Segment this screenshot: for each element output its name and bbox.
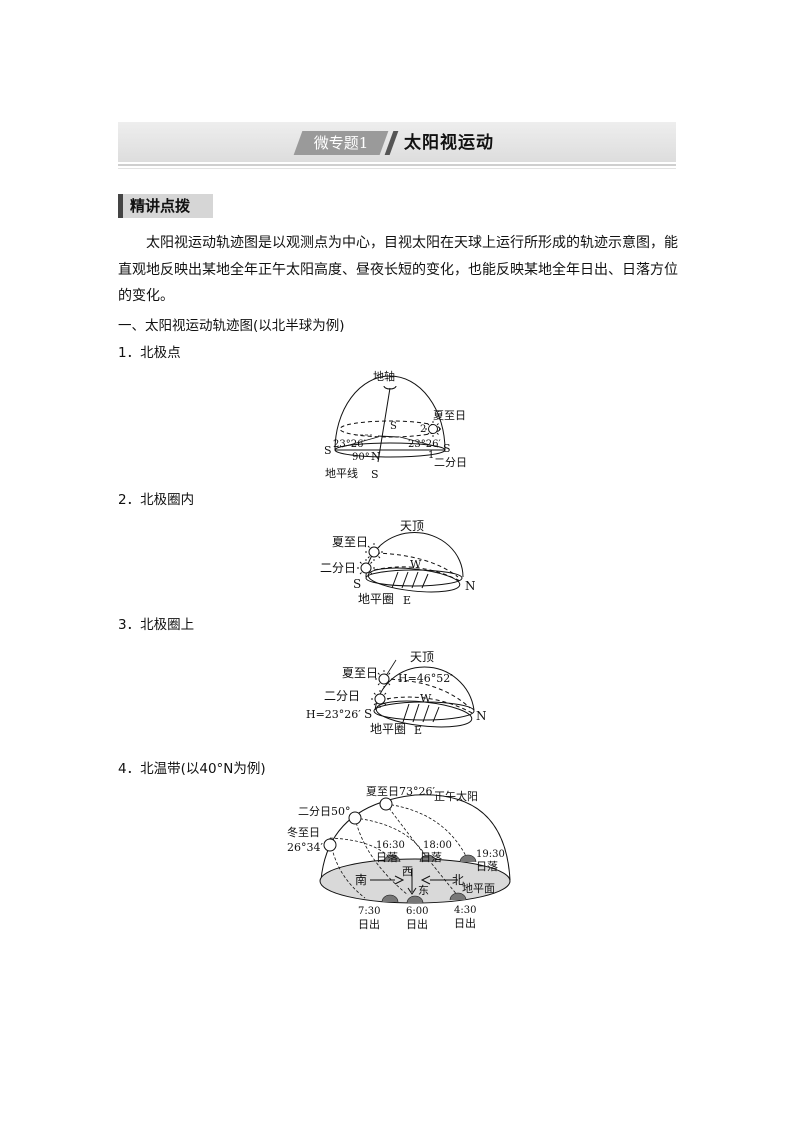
item-heading-north-temperate: 4．北温带(以40°N为例) (118, 761, 266, 777)
item-heading-north-pole: 1．北极点 (118, 345, 181, 361)
fig4-rise2-time: 6:00 (406, 906, 428, 917)
fig1-s-top: S (390, 421, 397, 432)
fig4-set2-label: 日落 (420, 851, 442, 864)
sun-icon (425, 421, 441, 437)
fig1-s-bottom: S (371, 468, 379, 481)
fig4-north: 北 (452, 873, 464, 887)
fig3-e: E (414, 724, 422, 737)
sun-icon (379, 797, 393, 811)
fig1-s-left: S (324, 444, 332, 457)
fig3-summer-label: 夏至日 (342, 666, 378, 680)
fig4-set3-time: 19:30 (476, 849, 505, 860)
fig1-num2: 2 (420, 424, 426, 435)
fig4-equinox-label: 二分日50° (298, 805, 351, 818)
fig4-rise3-label: 日出 (454, 916, 476, 930)
section-heading: 一、太阳视运动轨迹图(以北半球为例) (118, 318, 345, 334)
fig4-rise1-time: 7:30 (358, 906, 380, 917)
fig3-n: N (476, 709, 487, 723)
section-tag-background (118, 194, 213, 218)
fig4-winter-label: 冬至日 (287, 825, 320, 839)
sun-icon (348, 811, 362, 825)
fig1-horizon-label: 地平线 (325, 466, 358, 480)
intro-paragraph: 太阳视运动轨迹图是以观测点为中心，目视太阳在天球上运行所形成的轨迹示意图，能直观… (118, 235, 678, 305)
fig4-west: 西 (402, 865, 413, 878)
banner-tag: 微专题1 (313, 134, 369, 152)
topic-banner (118, 122, 676, 162)
fig1-summer-label: 夏至日 (433, 409, 466, 422)
figure-north-pole: 地轴 夏至日 2 S S 23°26′ 23°26′ S 90° N 1 二分日… (324, 369, 467, 481)
fig4-horizon-label: 地平面 (462, 882, 495, 895)
fig1-s-right: S (443, 442, 451, 455)
fig3-h-summer: H=46°52′ (398, 672, 453, 685)
fig3-equinox-label: 二分日 (324, 689, 360, 703)
fig4-rise2-label: 日出 (406, 917, 428, 931)
fig3-zenith-label: 天顶 (410, 650, 434, 664)
fig4-set1-label: 日落 (376, 851, 398, 864)
fig2-w: W (410, 558, 422, 571)
fig2-n: N (465, 579, 476, 593)
sun-icon (323, 838, 337, 852)
fig4-noon-sun: 正午太阳 (434, 790, 478, 803)
fig1-n: N (371, 450, 381, 463)
fig4-set2-time: 18:00 (423, 840, 452, 851)
fig3-h-equinox: H=23°26′ (306, 708, 361, 721)
fig4-rise3-time: 4:30 (454, 905, 476, 916)
sun-icon (371, 690, 389, 708)
fig2-summer-label: 夏至日 (332, 535, 368, 549)
fig2-s: S (353, 577, 361, 591)
fig1-n-angle: 90° (352, 452, 370, 463)
fig2-equinox-label: 二分日 (320, 561, 356, 575)
sun-icon (357, 559, 375, 577)
item-heading-inside-arctic-circle: 2．北极圈内 (118, 492, 195, 508)
fig4-east: 东 (418, 884, 429, 897)
fig1-axis-label: 地轴 (373, 369, 395, 383)
banner-rule (118, 164, 676, 166)
fig4-set1-time: 16:30 (376, 840, 405, 851)
fig4-set3-label: 日落 (476, 860, 498, 873)
sun-icon (375, 670, 393, 688)
fig1-equinox-label: 二分日 (434, 456, 467, 469)
fig4-south: 南 (355, 872, 367, 887)
fig3-horizon-label: 地平圈 (370, 722, 406, 736)
fig2-zenith-label: 天顶 (400, 519, 424, 533)
fig1-num1: 1 (428, 450, 434, 461)
fig4-summer-label: 夏至日73°26′ (366, 785, 435, 798)
fig3-s: S (364, 707, 372, 721)
fig2-e: E (403, 594, 411, 607)
banner-rule-thin (118, 168, 676, 169)
section-tag: 精讲点拨 (130, 197, 191, 215)
item-heading-on-arctic-circle: 3．北极圈上 (118, 617, 195, 633)
fig1-angle-left: 23°26′ (333, 439, 366, 450)
figure-inside-arctic-circle: 天顶 夏至日 二分日 S W N 地平圈 E (320, 519, 476, 607)
fig4-winter-angle: 26°34′ (287, 841, 323, 854)
fig4-rise1-label: 日出 (358, 917, 380, 931)
page-title: 太阳视运动 (404, 133, 494, 153)
fig1-angle-right: 23°26′ (408, 439, 441, 450)
sun-icon (365, 543, 383, 561)
fig2-horizon-label: 地平圈 (358, 592, 394, 606)
fig3-w: W (420, 692, 432, 705)
figure-on-arctic-circle: 天顶 夏至日 H=46°52′ 二分日 H=23°26′ S W N 地平圈 E (306, 650, 487, 737)
figure-north-temperate-zone: 夏至日73°26′ 正午太阳 二分日50° 冬至日 26°34′ 16:30 日… (287, 785, 511, 931)
